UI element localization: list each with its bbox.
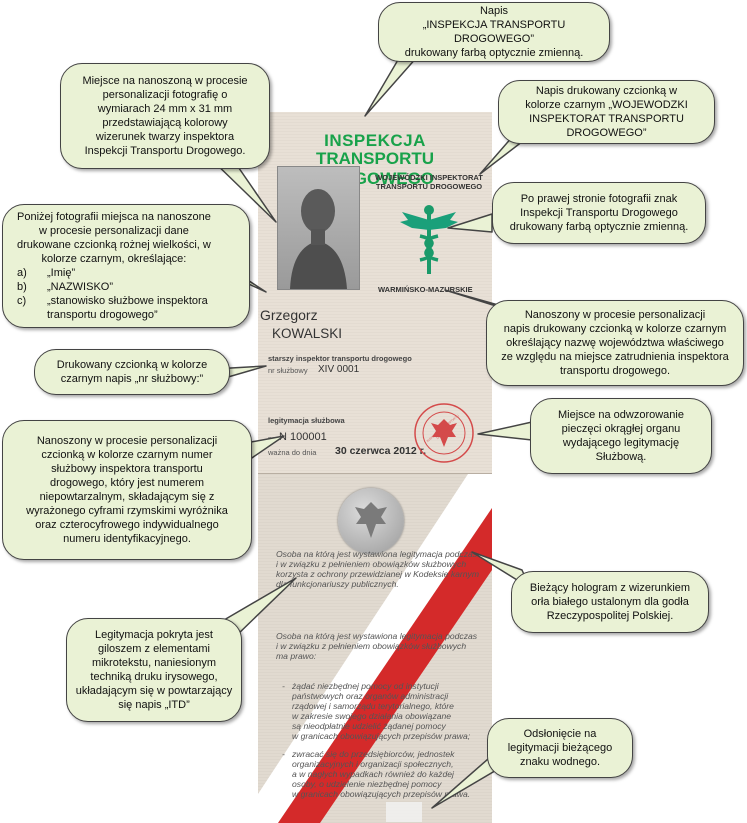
back-line: w zakresie swojego działania obowiązane <box>292 711 452 721</box>
back-paragraph-2: Osoba na którą jest wystawiona legitymac… <box>276 631 477 661</box>
service-no-label: nr służbowy <box>268 366 308 375</box>
last-name: KOWALSKI <box>272 326 343 341</box>
back-line: w granicach obowiązujących przepisów pra… <box>292 789 471 799</box>
valid-date: 30 czerwca 2012 r. <box>335 445 427 457</box>
position-text: starszy inspektor transportu drogowego <box>268 354 412 363</box>
valid-label: ważna do dnia <box>268 448 317 457</box>
back-line: i w związku z pełnieniem obowiązków służ… <box>276 559 467 569</box>
callout-personal-data: Poniżej fotografii miejsca na nanoszone … <box>2 204 250 328</box>
back-line: Osoba na którą jest wystawiona legitymac… <box>276 549 478 559</box>
back-paragraph-1: Osoba na którą jest wystawiona legitymac… <box>276 549 479 589</box>
back-line: zwracać się do przedsiębiorców, jednoste… <box>292 749 455 759</box>
itd-emblem-icon <box>398 200 460 278</box>
back-line: rządowej i samorządu terytorialnego, któ… <box>292 701 454 711</box>
eagle-seal-icon <box>431 419 457 447</box>
wojewodzki-line2: TRANSPORTU DROGOWEGO <box>375 182 483 191</box>
back-line: dla funkcjonariuszy publicznych. <box>276 579 399 589</box>
card-fold-line <box>258 473 492 474</box>
back-line: są nieodpłatnie udzielić żądanej pomocy <box>292 721 446 731</box>
back-line: Osoba na którą jest wystawiona legitymac… <box>276 631 478 641</box>
back-item-1: żądać niezbędnej pomocy od instytucji pa… <box>292 681 470 741</box>
card-title-line1: INSPEKCJA <box>324 131 426 150</box>
back-line: państwowych oraz organów administracji <box>292 691 449 701</box>
callout-optically-variable-title: Napis„INSPEKCJA TRANSPORTU DROGOWEGO”dru… <box>378 2 610 62</box>
wojewodzki-line1: WOJEWÓDZKI INSPEKTORAT <box>375 173 483 182</box>
back-line: osoby, o udzielenie niezbędnej pomocy <box>292 779 442 789</box>
region-text: WARMIŃSKO-MAZURSKIE <box>378 285 473 294</box>
photo-placeholder <box>277 166 360 290</box>
back-line: ma prawo: <box>276 651 317 661</box>
back-line: a w nagłych wypadkach również do każdej <box>292 769 454 779</box>
hologram-eagle-icon <box>338 488 404 554</box>
nr-label: nr <box>268 434 275 443</box>
first-name: Grzegorz <box>260 307 318 323</box>
person-silhouette-icon <box>290 189 347 289</box>
service-no-value: XIV 0001 <box>318 364 360 375</box>
back-line: żądać niezbędnej pomocy od instytucji <box>292 681 439 691</box>
flag-stripes <box>258 474 492 823</box>
legitimation-number: N 100001 <box>279 431 327 443</box>
back-line: korzysta z ochrony przewidzianej w Kodek… <box>276 569 479 579</box>
watermark-window <box>386 802 422 822</box>
legitimation-label: legitymacja służbowa <box>268 416 345 425</box>
back-item1-dash: - <box>282 681 285 691</box>
back-item-2: zwracać się do przedsiębiorców, jednoste… <box>292 749 470 799</box>
back-item2-dash: - <box>282 749 285 759</box>
back-line: w granicach obowiązujących przepisów pra… <box>292 731 471 741</box>
official-seal: INSPEKTOR TRANSPORTU DROGOWEGO <box>412 401 476 465</box>
back-line: i w związku z pełnieniem obowiązków służ… <box>276 641 467 651</box>
back-line: organizacyjnych i organizacji społecznyc… <box>292 759 454 769</box>
